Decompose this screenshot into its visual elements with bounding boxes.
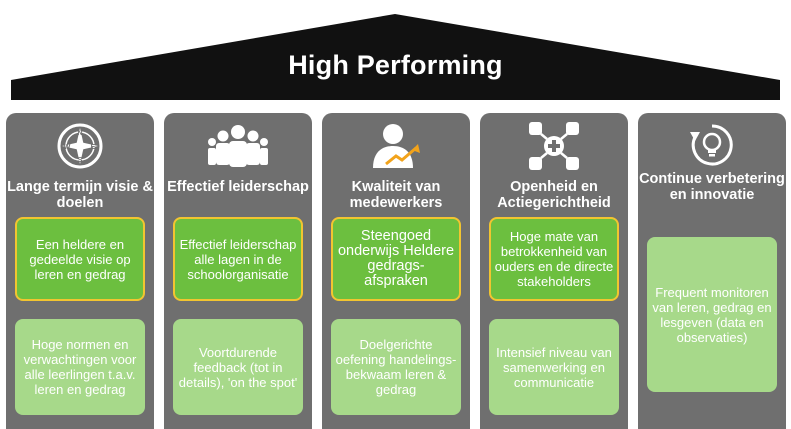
- pillars: N S W E Lange termijn visie & doelen Een…: [6, 113, 788, 429]
- primary-box: Frequent monitoren van leren, gedrag en …: [647, 237, 777, 392]
- pillar-title: Kwaliteit van medewerkers: [349, 179, 443, 211]
- secondary-box: Hoge normen en verwachtingen voor alle l…: [15, 319, 145, 415]
- primary-box-text: Frequent monitoren van leren, gedrag en …: [652, 284, 772, 345]
- primary-box-text: Een heldere en gedeelde visie op leren e…: [29, 236, 131, 282]
- secondary-box-text: Hoge normen en verwachtingen voor alle l…: [23, 337, 137, 397]
- svg-text:E: E: [91, 144, 96, 151]
- primary-box: Een heldere en gedeelde visie op leren e…: [15, 217, 145, 301]
- pillar-improvement: Continue verbetering en innovatie Freque…: [638, 113, 786, 429]
- svg-text:S: S: [78, 157, 83, 164]
- secondary-box-text: Intensief niveau van samenwerking en com…: [496, 344, 612, 390]
- team-icon: [164, 120, 312, 170]
- svg-text:N: N: [77, 130, 82, 137]
- network-plus-icon: [480, 120, 628, 170]
- pillar-vision: N S W E Lange termijn visie & doelen Een…: [6, 113, 154, 429]
- growth-person-icon: [322, 120, 470, 170]
- primary-box-text: Steengoed onderwijs Heldere gedrags-afsp…: [337, 228, 455, 289]
- secondary-box: Intensief niveau van samenwerking en com…: [489, 319, 619, 415]
- primary-box-text: Hoge mate van betrokkenheid van ouders e…: [494, 229, 614, 289]
- roof-shape: [11, 14, 780, 100]
- primary-box: Hoge mate van betrokkenheid van ouders e…: [489, 217, 619, 301]
- roof: High Performing: [0, 0, 791, 105]
- primary-box-text: Effectief leiderschap alle lagen in de s…: [179, 236, 297, 282]
- lightbulb-cycle-icon: [638, 120, 786, 170]
- roof-title: High Performing: [288, 50, 503, 80]
- pillar-openness: Openheid en Actiegerichtheid Hoge mate v…: [480, 113, 628, 429]
- primary-box: Effectief leiderschap alle lagen in de s…: [173, 217, 303, 301]
- pillar-title: Effectief leiderschap: [167, 179, 309, 195]
- secondary-box: Voortdurende feedback (tot in details), …: [173, 319, 303, 415]
- secondary-box-text: Voortdurende feedback (tot in details), …: [178, 344, 298, 390]
- pillar-title: Continue verbetering en innovatie: [639, 171, 785, 203]
- pillar-title: Openheid en Actiegerichtheid: [497, 179, 611, 211]
- secondary-box: Doelgerichte oefening handelings-bekwaam…: [331, 319, 461, 415]
- svg-text:W: W: [64, 144, 71, 151]
- primary-box: Steengoed onderwijs Heldere gedrags-afsp…: [331, 217, 461, 301]
- pillar-title: Lange termijn visie & doelen: [7, 179, 153, 211]
- pillar-staff-quality: Kwaliteit van medewerkers Steengoed onde…: [322, 113, 470, 429]
- secondary-box-text: Doelgerichte oefening handelings-bekwaam…: [335, 337, 457, 397]
- pillar-leadership: Effectief leiderschap Effectief leidersc…: [164, 113, 312, 429]
- compass-icon: N S W E: [6, 120, 154, 170]
